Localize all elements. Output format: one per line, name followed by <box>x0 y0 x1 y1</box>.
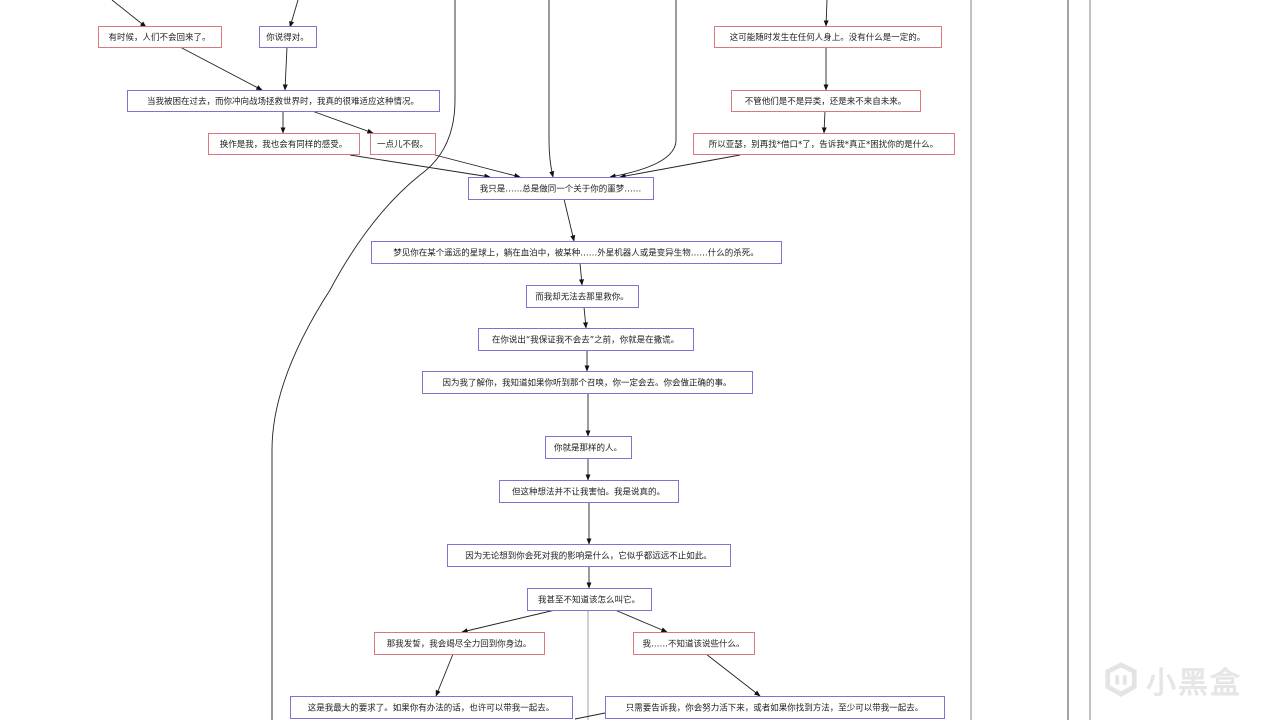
node-label: 不管他们是不是异类，还是来不来自未来。 <box>745 96 907 107</box>
watermark-text: 小黑盒 <box>1146 666 1242 701</box>
edge <box>435 653 454 697</box>
node-label: 所以亚瑟，别再找*借口*了，告诉我*真正*困扰你的是什么。 <box>709 139 939 150</box>
node-box <box>98 26 222 48</box>
node-box <box>605 696 945 719</box>
edge <box>614 609 668 633</box>
node-label: 你就是那样的人。 <box>554 443 622 454</box>
edge <box>705 653 761 697</box>
node-box <box>478 328 694 351</box>
node-label: 这是我最大的要求了。如果你有办法的话，也许可以带我一起去。 <box>308 703 555 714</box>
flow-node: 你说得对。 <box>259 26 317 48</box>
node-label: 梦见你在某个遥远的星球上，躺在血泊中，被某种……外星机器人或是变异生物……什么的… <box>393 248 759 259</box>
node-label: 因为我了解你，我知道如果你听到那个召唤，你一定会去。你会做正确的事。 <box>442 378 731 389</box>
edge <box>461 609 556 634</box>
flow-node: 在你说出“我保证我不会去”之前，你就是在撒谎。 <box>478 328 694 351</box>
edge <box>823 0 829 27</box>
flow-node: 因为无论想到你会死对我的影响是什么，它似乎都远远不止如此。 <box>447 544 731 567</box>
flow-node: 不管他们是不是异类，还是来不来自未来。 <box>731 90 921 112</box>
node-box <box>714 26 942 48</box>
edge <box>578 262 584 286</box>
node-box <box>371 241 782 264</box>
node-box <box>499 480 679 503</box>
flow-node: 我……不知道该说些什么。 <box>633 632 755 655</box>
node-box <box>468 177 654 200</box>
flow-node: 那我发誓，我会竭尽全力回到你身边。 <box>374 632 545 655</box>
node-box <box>693 133 955 155</box>
flow-node: 这是我最大的要求了。如果你有办法的话，也许可以带我一起去。 <box>290 696 573 719</box>
flow-node: 当我被困在过去，而你冲向战场拯救世界时，我真的很难适应这种情况。 <box>127 90 440 112</box>
node-box <box>127 90 440 112</box>
edges-group <box>111 0 829 720</box>
node-box <box>259 26 317 48</box>
flow-node: 而我却无法去那里救你。 <box>526 285 639 308</box>
flow-node: 这可能随时发生在任何人身上。没有什么是一定的。 <box>714 26 942 48</box>
nodes-group: 有时候，人们不会回来了。 你说得对。当我被困在过去，而你冲向战场拯救世界时，我真的… <box>98 26 955 719</box>
edge <box>271 0 456 720</box>
node-box <box>447 544 731 567</box>
edge <box>434 154 521 179</box>
edge <box>821 110 827 134</box>
flow-node: 我甚至不知道该怎么叫它。 <box>527 588 652 611</box>
flow-node: 只需要告诉我，你会努力活下来，或者如果你找到方法，至少可以带我一起去。 <box>605 696 945 719</box>
node-label: 换作是我，我也会有同样的感受。 <box>220 139 348 150</box>
node-label: 当我被困在过去，而你冲向战场拯救世界时，我真的很难适应这种情况。 <box>147 96 419 107</box>
edge <box>111 0 147 28</box>
node-box <box>374 632 545 655</box>
heybox-logo-icon <box>1105 662 1137 697</box>
edge <box>349 154 491 179</box>
node-label: 我甚至不知道该怎么叫它。 <box>538 595 640 606</box>
node-label: 只需要告诉我，你会努力活下来，或者如果你找到方法，至少可以带我一起去。 <box>626 703 924 714</box>
flow-node: 换作是我，我也会有同样的感受。 <box>208 133 360 155</box>
edge <box>574 712 606 720</box>
node-label: 我只是……总是做同一个关于你的噩梦…… <box>480 184 642 195</box>
watermark: 小黑盒 <box>1102 658 1242 702</box>
flow-node: 梦见你在某个遥远的星球上，躺在血泊中，被某种……外星机器人或是变异生物……什么的… <box>371 241 782 264</box>
node-label: 而我却无法去那里救你。 <box>535 292 629 303</box>
node-label: 有时候，人们不会回来了。 <box>108 32 210 43</box>
edge <box>609 0 677 179</box>
flow-node: 所以亚瑟，别再找*借口*了，告诉我*真正*困扰你的是什么。 <box>693 133 955 155</box>
edge <box>548 0 555 178</box>
edge <box>563 198 576 242</box>
node-box <box>545 436 632 459</box>
node-box <box>526 285 639 308</box>
edge <box>179 46 263 91</box>
node-box <box>290 696 573 719</box>
flow-node: 我只是……总是做同一个关于你的噩梦…… <box>468 177 654 200</box>
node-label: 那我发誓，我会竭尽全力回到你身边。 <box>387 639 532 650</box>
node-box <box>527 588 652 611</box>
edge <box>582 306 588 329</box>
node-label: 但这种想法并不让我害怕。我是说真的。 <box>512 487 665 498</box>
node-box <box>370 133 436 155</box>
node-box <box>633 632 755 655</box>
edge <box>311 110 374 134</box>
flow-node: 但这种想法并不让我害怕。我是说真的。 <box>499 480 679 503</box>
node-label: 因为无论想到你会死对我的影响是什么，它似乎都远远不止如此。 <box>465 551 712 562</box>
node-box <box>422 371 753 394</box>
node-box <box>731 90 921 112</box>
flow-node: 一点儿不假。 <box>370 133 436 155</box>
flow-node: 因为我了解你，我知道如果你听到那个召唤，你一定会去。你会做正确的事。 <box>422 371 753 394</box>
node-label: 一点儿不假。 <box>377 140 428 150</box>
edge <box>619 154 741 179</box>
edge <box>289 0 299 28</box>
node-label: 你说得对。 <box>266 32 309 43</box>
edge <box>282 46 288 91</box>
flow-node: 有时候，人们不会回来了。 <box>98 26 222 48</box>
node-label: 在你说出“我保证我不会去”之前，你就是在撒谎。 <box>492 335 679 346</box>
node-label: 我……不知道该说些什么。 <box>642 639 744 650</box>
node-box <box>208 133 360 155</box>
node-label: 这可能随时发生在任何人身上。没有什么是一定的。 <box>730 32 926 43</box>
flow-node: 你就是那样的人。 <box>545 436 632 459</box>
